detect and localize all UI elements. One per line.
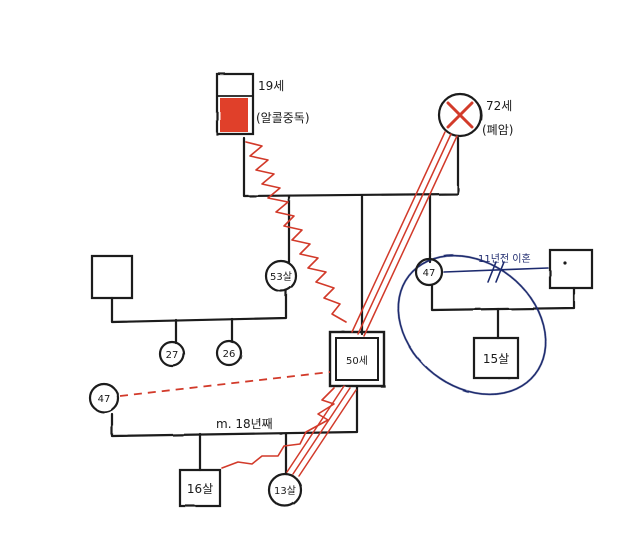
client-wife-marriage-line xyxy=(110,384,359,438)
cousin2-age: 26 xyxy=(223,349,236,360)
wife-age: 47 xyxy=(98,394,111,405)
marriage-note: m. 18년째 xyxy=(216,417,273,431)
sister-circle xyxy=(414,257,444,287)
fused-client-daughter-2 xyxy=(292,387,351,475)
sister-partner-square xyxy=(548,248,594,290)
grandparents-marriage-line xyxy=(242,136,460,198)
divorce-relationship xyxy=(443,261,549,283)
uncle-square xyxy=(90,254,134,300)
grandmother-note: (폐암) xyxy=(482,123,513,137)
wife-circle xyxy=(88,382,120,414)
cousin2-circle xyxy=(215,339,243,367)
grandmother-age: 72세 xyxy=(486,99,512,113)
daughter-age: 13살 xyxy=(274,485,296,497)
fused-grandmother-client-1 xyxy=(351,131,446,333)
conflict-grandfather-client xyxy=(245,141,347,323)
fused-grandmother-client-2 xyxy=(357,133,452,335)
son-age: 16살 xyxy=(187,482,213,496)
client-square xyxy=(328,330,386,388)
aunt-circle xyxy=(264,259,298,293)
distant-wife-client xyxy=(119,371,331,397)
sister-partner-dot xyxy=(563,261,567,265)
grandfather-age: 19세 xyxy=(258,79,284,93)
aunt-age: 53살 xyxy=(270,271,292,283)
uncle-aunt-marriage-line xyxy=(110,288,288,324)
sister-age: 47 xyxy=(423,268,436,279)
sister-partner-line xyxy=(430,284,576,312)
niece-age: 15살 xyxy=(483,352,509,366)
divorce-note: 11년전 이혼 xyxy=(478,252,531,265)
household-boundary xyxy=(397,254,547,396)
grandmother-circle xyxy=(437,92,483,138)
cousin1-circle xyxy=(158,340,186,368)
grandfather-square xyxy=(215,72,255,136)
grandfather-note: (알콜중독) xyxy=(256,111,310,125)
son-square xyxy=(178,468,222,508)
fused-client-daughter-1 xyxy=(286,385,345,473)
fused-grandmother-client-3 xyxy=(363,135,458,337)
niece-square xyxy=(472,336,520,380)
client-age: 50세 xyxy=(346,355,368,367)
daughter-circle xyxy=(267,472,303,508)
cousin1-age: 27 xyxy=(166,350,179,361)
conflict-client-son xyxy=(221,387,335,469)
fused-client-daughter-3 xyxy=(298,389,357,477)
